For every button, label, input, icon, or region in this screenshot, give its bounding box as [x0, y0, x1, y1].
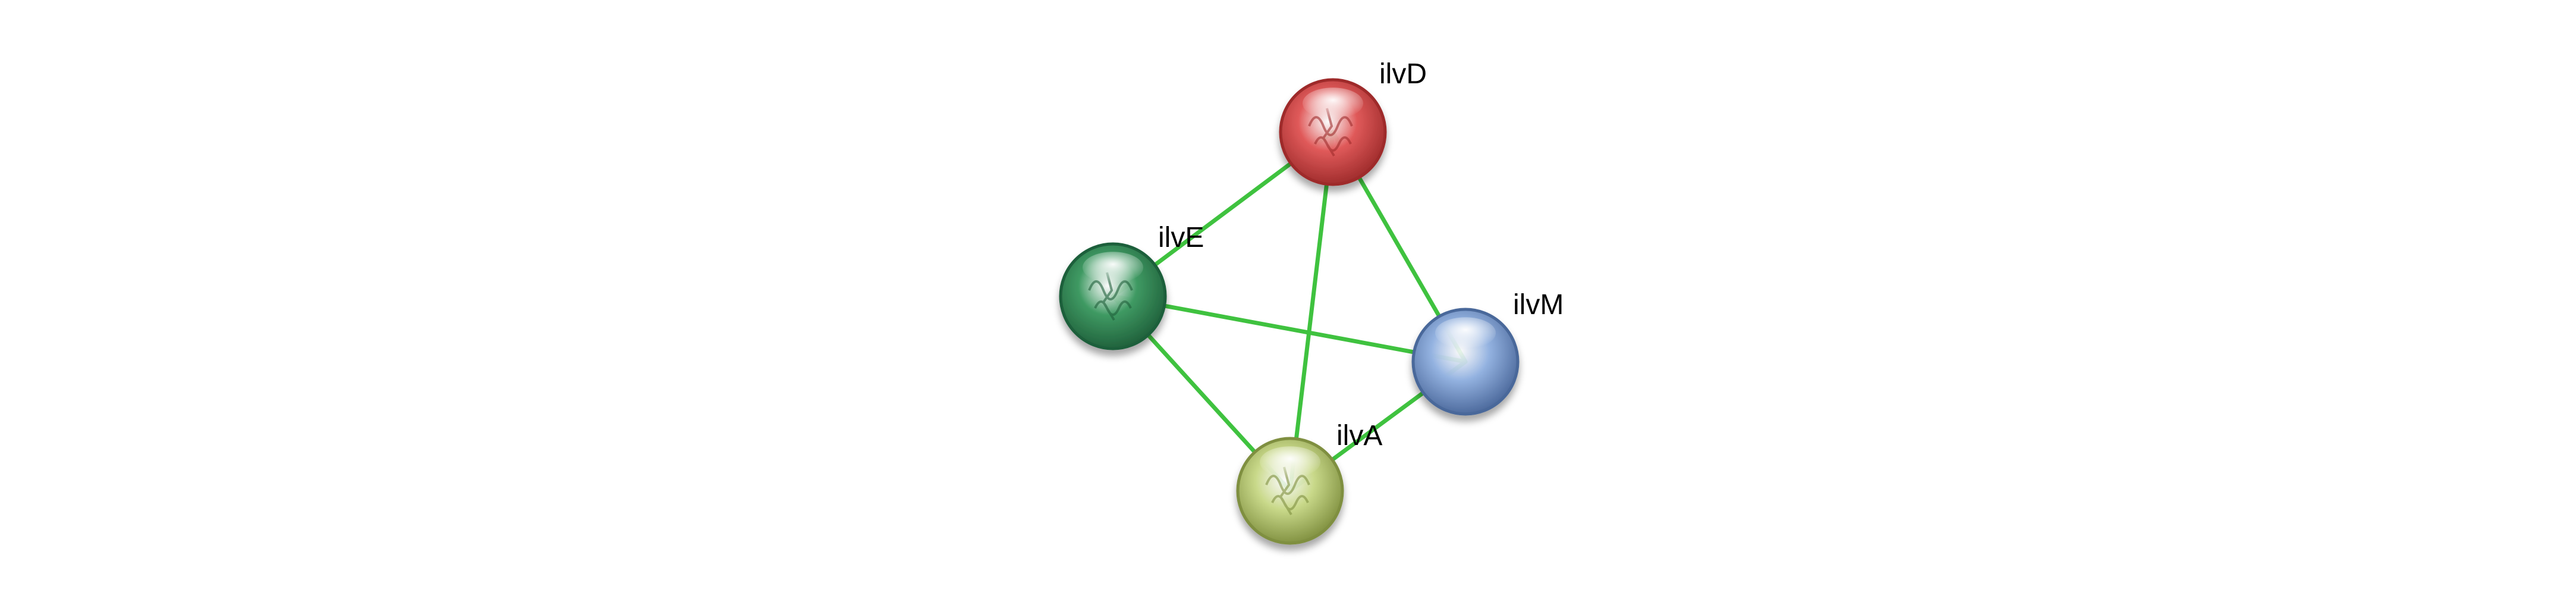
nodes-layer — [1059, 78, 1520, 545]
node-ilvA-gloss — [1259, 446, 1321, 478]
node-label-ilvA: ilvA — [1336, 420, 1382, 452]
node-ilvD-gloss — [1302, 87, 1364, 120]
node-label-ilvM: ilvM — [1513, 289, 1564, 321]
node-ilvA[interactable] — [1236, 437, 1344, 545]
node-label-ilvE: ilvE — [1158, 222, 1204, 253]
edge-ilvE-ilvM — [1111, 294, 1468, 364]
labels-layer: ilvD ilvE ilvM ilvA — [1158, 58, 1564, 452]
node-ilvE-gloss — [1082, 252, 1144, 283]
edge-ilvD-ilvA — [1288, 130, 1335, 493]
node-ilvM[interactable] — [1411, 308, 1520, 416]
node-ilvD[interactable] — [1279, 78, 1387, 186]
node-ilvE[interactable] — [1059, 242, 1167, 350]
node-ilvM-gloss — [1435, 317, 1496, 349]
node-label-ilvD: ilvD — [1379, 58, 1427, 90]
